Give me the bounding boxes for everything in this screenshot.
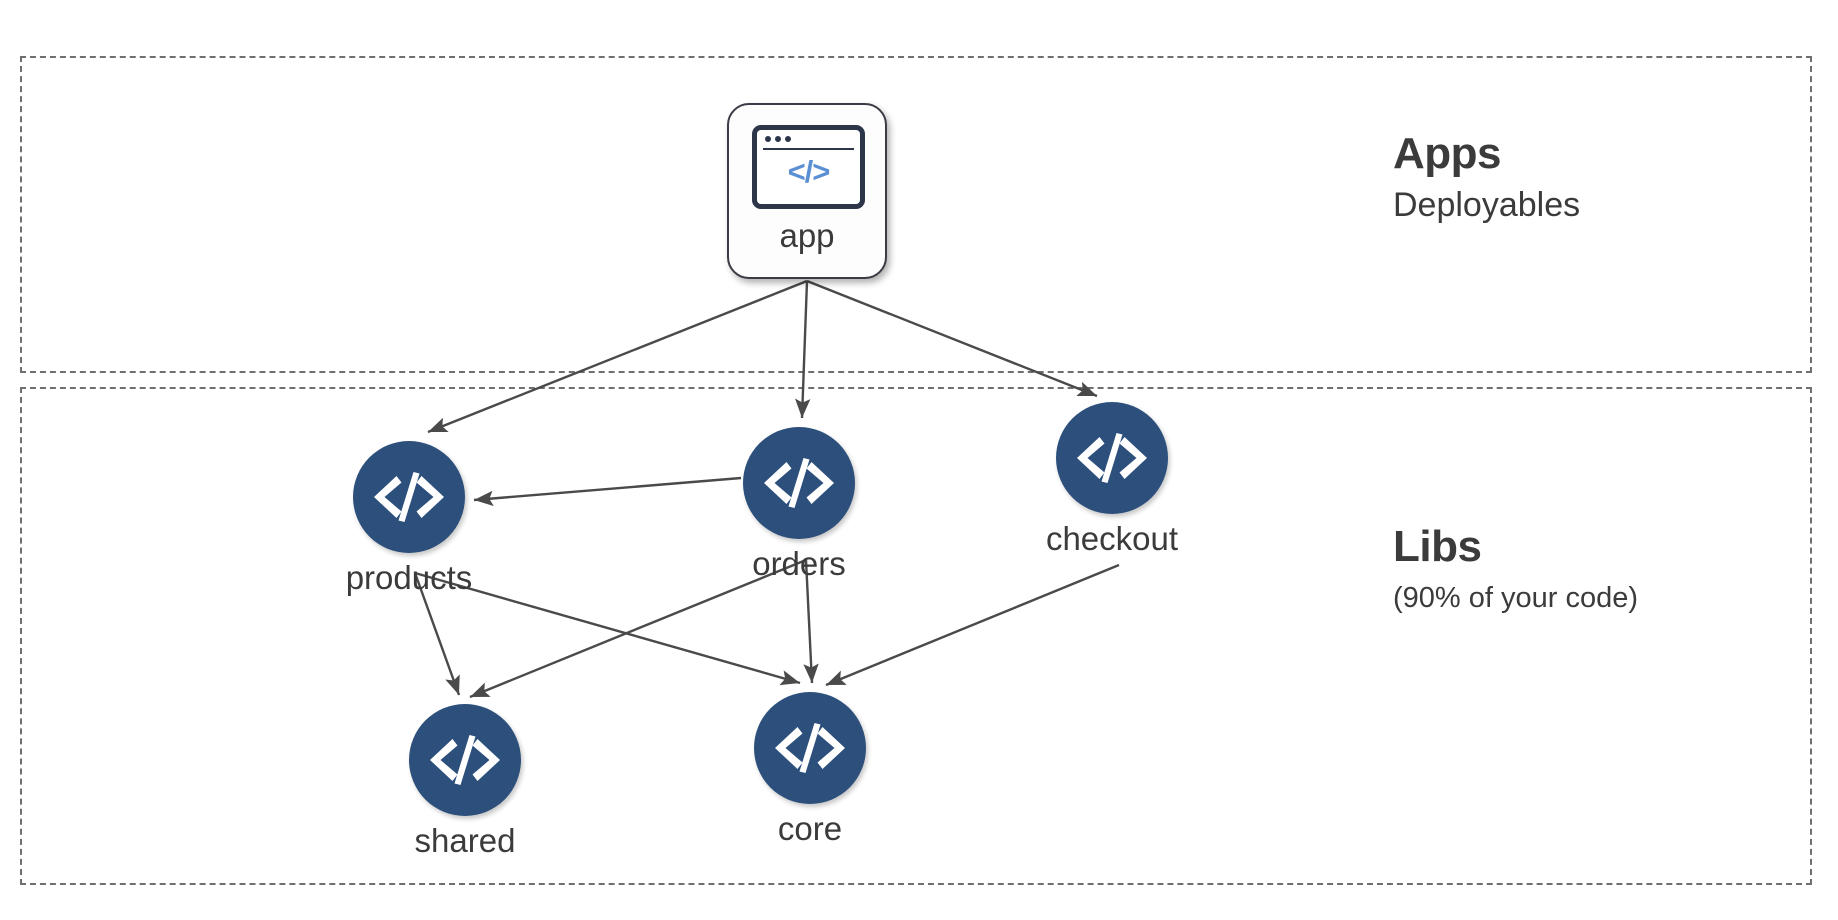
window-dots-icon [765,136,791,142]
zone-libs-title: Libs [1393,522,1482,571]
node-checkout-label: checkout [1045,520,1179,557]
node-orders[interactable]: orders [743,427,855,582]
window-titlebar-rule [763,148,854,150]
node-products[interactable]: products [346,441,472,596]
zone-libs-caption: Libs (90% of your code) [1393,521,1638,616]
node-shared-label: shared [414,822,516,859]
zone-apps-caption: Apps Deployables [1393,128,1580,225]
code-tags-icon [764,458,834,508]
node-products-disc [353,441,465,553]
code-tags-icon: </> [787,154,831,189]
node-orders-label: orders [752,545,846,582]
node-core-disc [754,692,866,804]
node-app[interactable]: </> app [727,103,887,279]
zone-apps-title: Apps [1393,129,1502,178]
node-checkout-disc [1056,402,1168,514]
zone-apps-subtitle: Deployables [1393,186,1581,225]
browser-window-code-icon: </> [752,125,865,209]
code-tags-icon [1077,433,1147,483]
code-tags-icon [430,735,500,785]
node-shared[interactable]: shared [409,704,521,859]
code-tags-icon [775,723,845,773]
node-checkout[interactable]: checkout [1046,402,1178,557]
node-shared-disc [409,704,521,816]
node-app-label: app [779,217,835,254]
node-core[interactable]: core [754,692,866,847]
node-core-label: core [777,810,843,847]
zone-libs-subtitle: (90% of your code) [1393,582,1639,615]
node-products-label: products [345,559,473,596]
node-orders-disc [743,427,855,539]
code-tags-icon [374,472,444,522]
